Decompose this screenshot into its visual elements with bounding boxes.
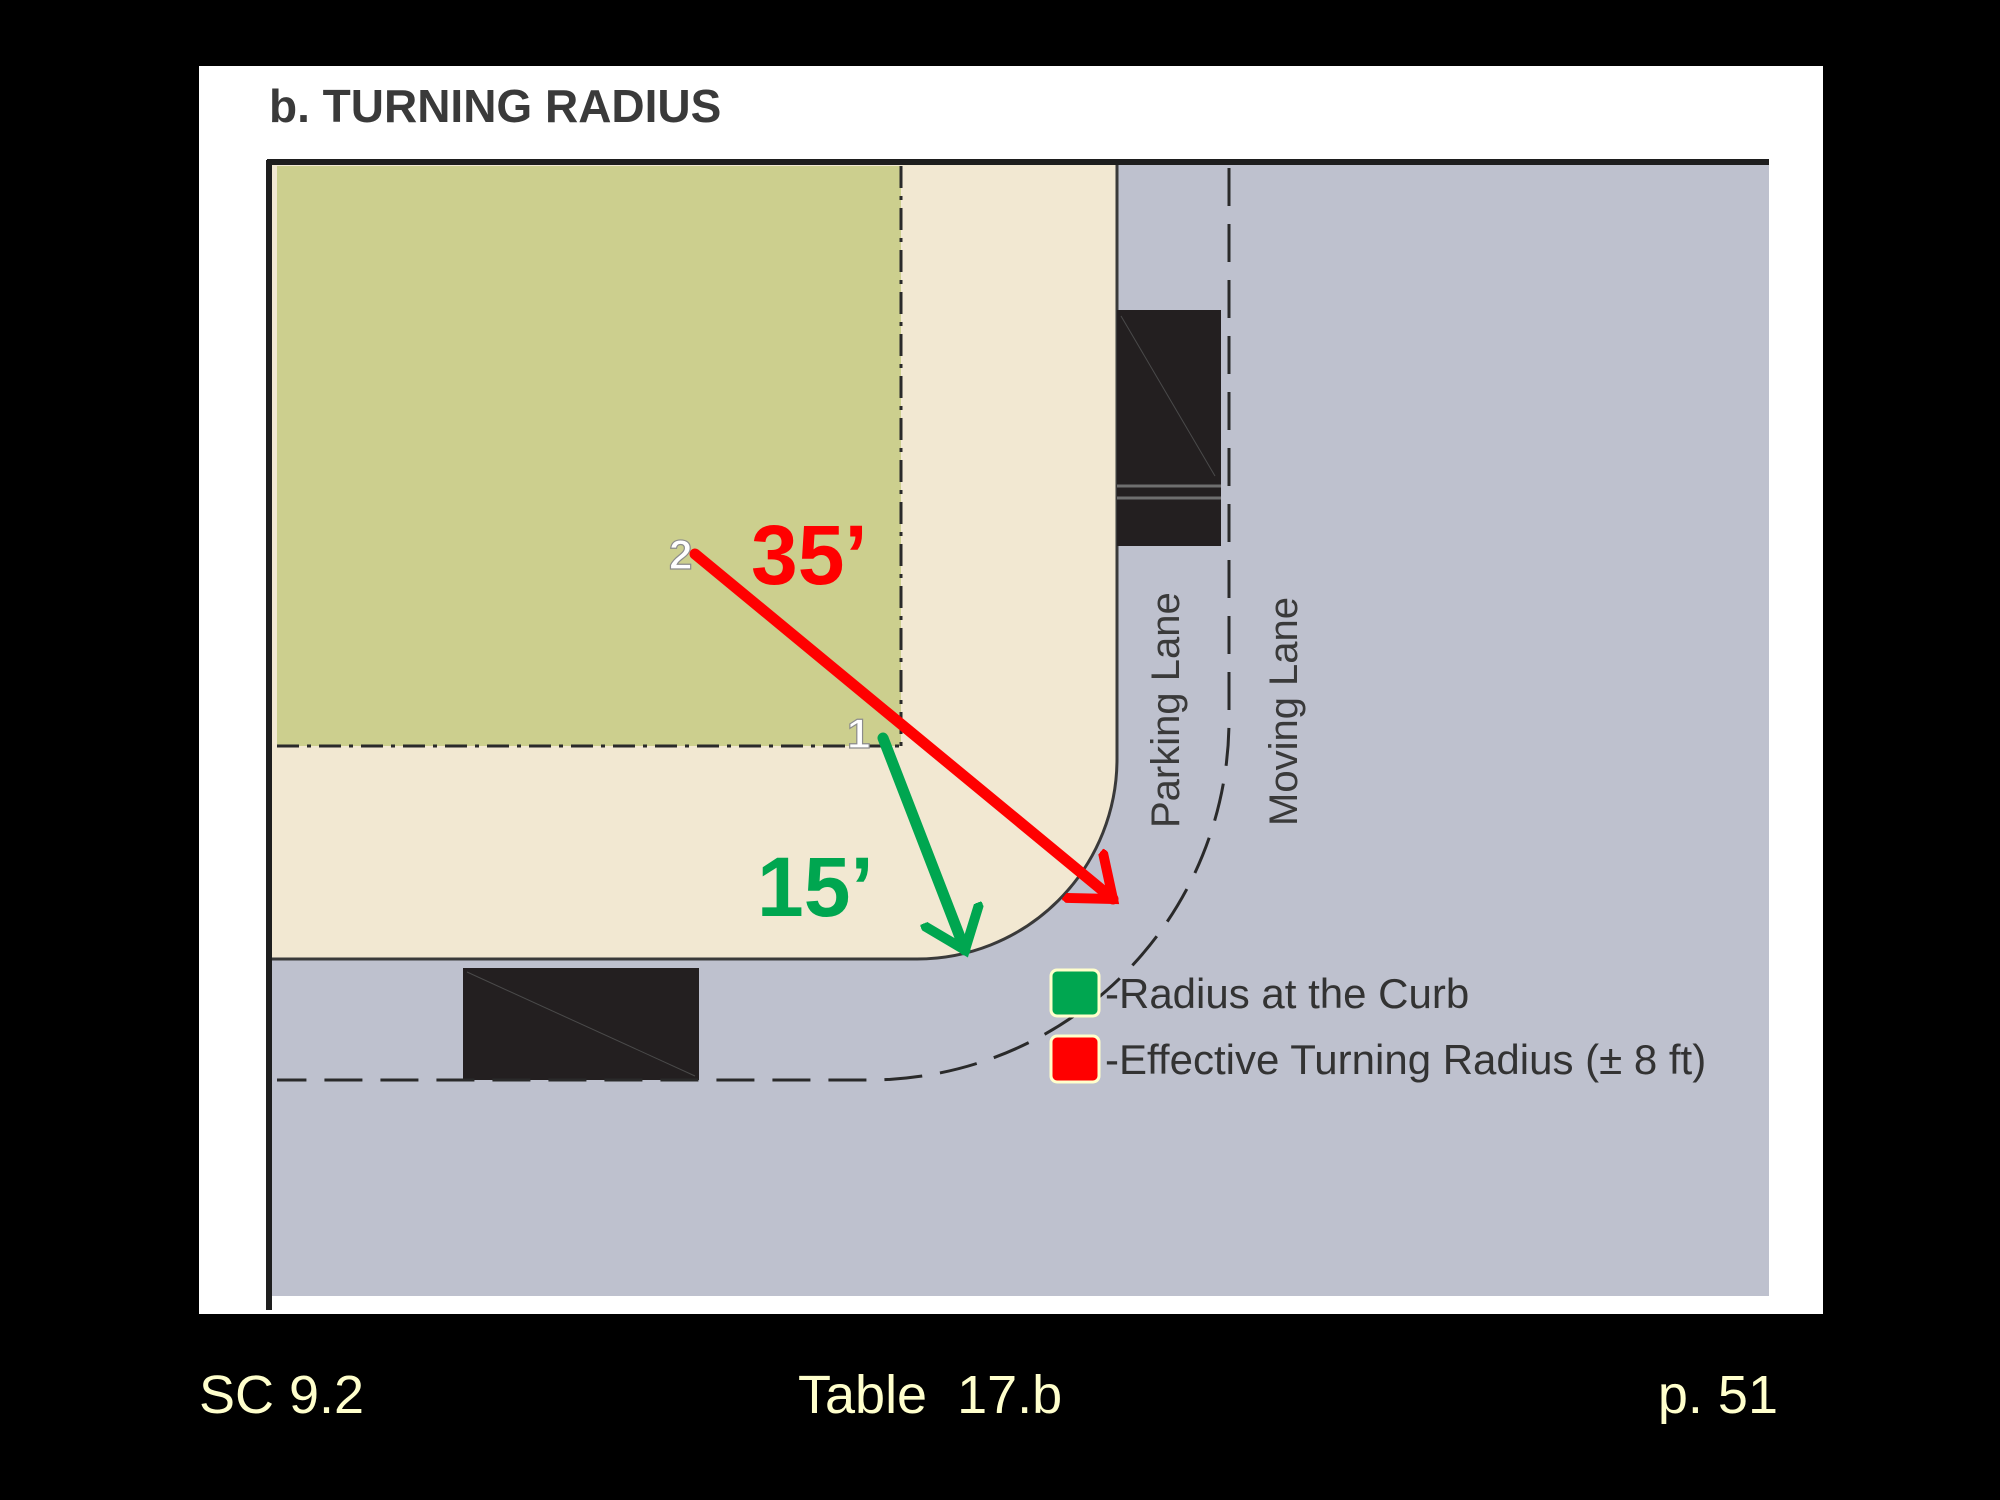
footer-table-ref: Table 17.b	[798, 1365, 1063, 1425]
curb-radius-arrow	[877, 732, 965, 950]
diagram-title: b. TURNING RADIUS	[269, 80, 721, 132]
parked-car-right	[1117, 310, 1221, 546]
parking-lane-line	[277, 168, 1231, 1082]
point-label-1: 1	[847, 710, 870, 757]
lot-area	[277, 166, 901, 746]
curb-radius-measurement: 15’	[757, 840, 874, 934]
legend-swatch-curb	[1049, 968, 1101, 1018]
legend-swatch-effective	[1049, 1034, 1101, 1084]
parking-lane-label: Parking Lane	[1144, 592, 1188, 828]
parked-car-right-detail	[1120, 315, 1216, 477]
diagram-frame: b. TURNING RADIUS Parking Lane	[199, 66, 1823, 1314]
footer-section-ref: SC 9.2	[199, 1365, 365, 1425]
point-label-2: 2	[669, 531, 692, 578]
legend-label-curb: -Radius at the Curb	[1105, 970, 1469, 1017]
effective-radius-measurement: 35’	[751, 508, 868, 602]
footer-page-ref: p. 51	[1657, 1365, 1778, 1425]
turning-radius-diagram: b. TURNING RADIUS Parking Lane	[266, 80, 1769, 1310]
legend-label-effective: -Effective Turning Radius (± 8 ft)	[1105, 1036, 1706, 1083]
parked-car-bottom-detail	[466, 971, 696, 1077]
effective-radius-arrow	[689, 548, 1113, 905]
moving-lane-label: Moving Lane	[1262, 597, 1306, 826]
